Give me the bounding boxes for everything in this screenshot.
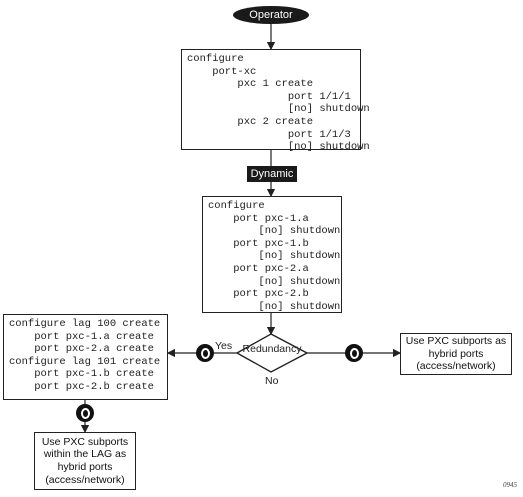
lag-config-code: configure lag 100 create port pxc-1.a cr… [9, 318, 161, 393]
operator-start-node: Operator [233, 6, 309, 24]
port-xc-config-box: configure port-xc pxc 1 create port 1/1/… [181, 49, 370, 153]
lag-config-box: configure lag 100 create port pxc-1.a cr… [3, 314, 168, 400]
redundancy-decision-label: Redundancy [242, 343, 302, 355]
yes-label: Yes [215, 340, 233, 352]
pxc-ports-config-code: configure port pxc-1.a [no] shutdown por… [208, 200, 341, 313]
hybrid-port-outcome: Use PXC subports as hybrid ports (access… [400, 333, 512, 375]
pxc-ports-config-box: configure port pxc-1.a [no] shutdown por… [202, 196, 342, 313]
decision-diamond [235, 333, 309, 373]
option-badge-icon [345, 344, 363, 362]
dynamic-tag: Dynamic [247, 166, 297, 182]
no-label: No [265, 375, 279, 387]
option-badge-icon [76, 404, 94, 422]
lag-hybrid-outcome: Use PXC subports within the LAG as hybri… [34, 432, 136, 490]
option-badge-icon [196, 344, 214, 362]
figure-reference-number: 0945 [503, 481, 517, 489]
port-xc-config-code: configure port-xc pxc 1 create port 1/1/… [187, 53, 370, 154]
